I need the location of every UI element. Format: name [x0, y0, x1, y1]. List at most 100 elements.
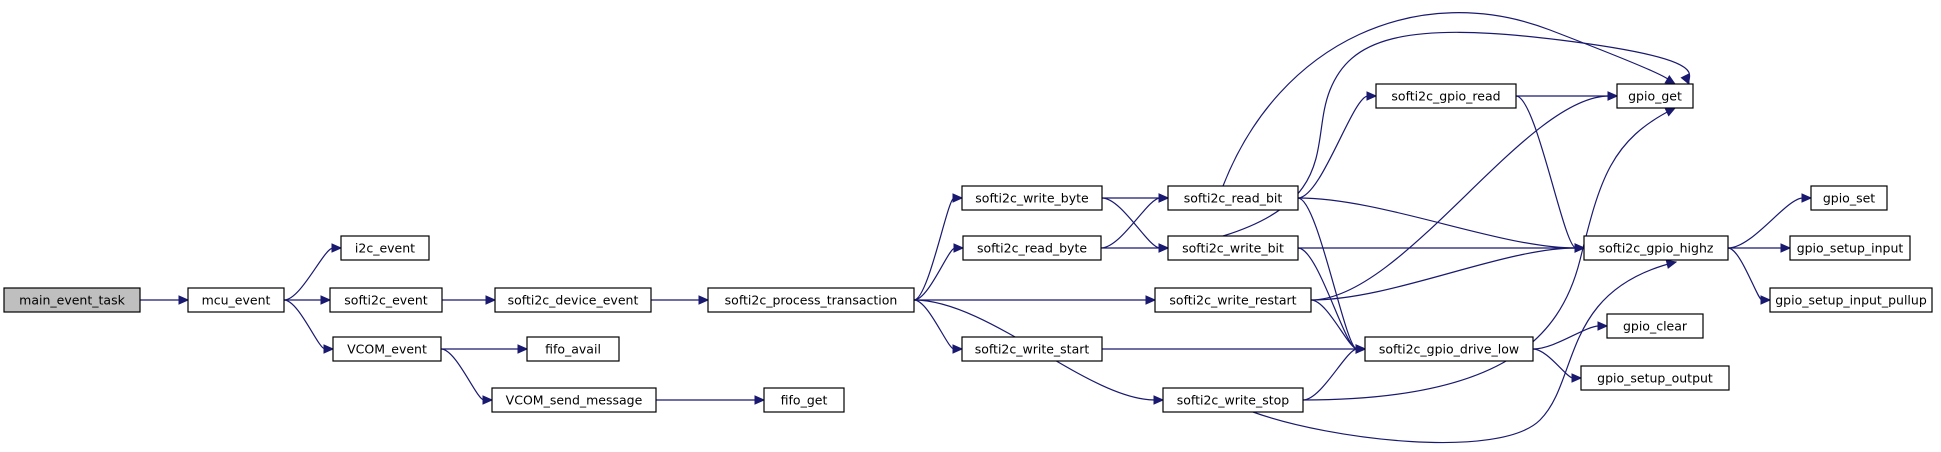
edge-line — [1100, 197, 1161, 249]
edge-arrowhead — [517, 344, 529, 354]
edge-softi2c_process_transaction-to-softi2c_read_byte — [913, 243, 965, 301]
edge-arrowhead — [482, 395, 494, 405]
edge-softi2c_process_transaction-to-softi2c_write_start — [913, 299, 964, 354]
edge-line — [1297, 197, 1577, 249]
node-label: softi2c_write_stop — [1177, 393, 1290, 408]
node-label: gpio_setup_output — [1597, 371, 1713, 386]
edge-softi2c_event-to-softi2c_device_event — [441, 295, 497, 305]
node-label: softi2c_gpio_read — [1391, 89, 1500, 104]
node-label: softi2c_write_start — [975, 342, 1090, 357]
node-vcom-event[interactable]: VCOM_event — [332, 336, 442, 362]
nodes-layer: main_event_task mcu_event i2c_event softi2c… — [3, 83, 1933, 413]
edge-softi2c_write_restart-to-softi2c_gpio_highz — [1310, 243, 1586, 301]
node-gpio-setup-input[interactable]: gpio_setup_input — [1789, 235, 1911, 261]
node-box — [491, 387, 657, 413]
edge-mcu_event-to-VCOM_event — [283, 299, 335, 354]
node-softi2c-gpio-highz[interactable]: softi2c_gpio_highz — [1583, 235, 1729, 261]
node-softi2c-read-bit[interactable]: softi2c_read_bit — [1167, 185, 1299, 211]
node-box — [763, 387, 845, 413]
node-softi2c-read-byte[interactable]: softi2c_read_byte — [962, 235, 1102, 261]
node-softi2c-write-restart[interactable]: softi2c_write_restart — [1154, 287, 1312, 313]
node-label: VCOM_event — [347, 342, 427, 357]
edge-line — [913, 299, 955, 350]
node-box — [187, 287, 285, 313]
node-gpio-setup-output[interactable]: gpio_setup_output — [1580, 365, 1730, 391]
edge-arrowhead — [323, 344, 335, 354]
edge-arrowhead — [1574, 243, 1586, 253]
node-label: fifo_avail — [545, 342, 601, 357]
node-box — [1616, 83, 1694, 109]
edge-arrowhead — [698, 295, 710, 305]
node-softi2c-gpio-read[interactable]: softi2c_gpio_read — [1375, 83, 1517, 109]
edge-arrowhead — [1158, 193, 1170, 203]
edge-line — [1222, 31, 1691, 237]
node-label: softi2c_read_bit — [1184, 191, 1283, 206]
edge-mcu_event-to-i2c_event — [283, 243, 343, 301]
node-vcom-send-message[interactable]: VCOM_send_message — [491, 387, 657, 413]
node-i2c-event[interactable]: i2c_event — [340, 235, 430, 261]
node-label: mcu_event — [202, 293, 271, 308]
edge-arrowhead — [1760, 295, 1772, 305]
node-label: fifo_get — [781, 393, 828, 408]
edge-arrowhead — [178, 295, 190, 305]
edge-softi2c_read_bit-to-softi2c_gpio_read — [1297, 91, 1378, 199]
node-label: gpio_get — [1628, 89, 1682, 104]
edge-line — [1310, 95, 1610, 301]
edge-line — [1532, 348, 1574, 379]
edge-softi2c_gpio_drive_low-to-gpio_setup_output — [1532, 348, 1583, 383]
edge-arrowhead — [1145, 295, 1157, 305]
edge-arrowhead — [1680, 73, 1690, 86]
edge-line — [1302, 348, 1358, 401]
edge-VCOM_event-to-fifo_avail — [441, 344, 529, 354]
node-label: softi2c_write_bit — [1182, 241, 1284, 256]
node-gpio-get[interactable]: gpio_get — [1616, 83, 1694, 109]
node-mcu-event[interactable]: mcu_event — [187, 287, 285, 313]
edge-arrowhead — [952, 344, 964, 354]
edge-softi2c_gpio_read-to-gpio_get — [1516, 91, 1619, 101]
node-label: gpio_setup_input_pullup — [1775, 293, 1927, 308]
edge-softi2c_process_transaction-to-softi2c_write_byte — [913, 193, 964, 301]
node-label: softi2c_process_transaction — [725, 293, 898, 308]
edge-arrowhead — [1355, 344, 1367, 354]
node-label: gpio_setup_input — [1797, 241, 1904, 256]
edge-line — [440, 348, 485, 401]
node-softi2c-write-stop[interactable]: softi2c_write_stop — [1162, 387, 1304, 413]
node-box — [1769, 287, 1933, 313]
node-gpio-setup-input-pullup[interactable]: gpio_setup_input_pullup — [1769, 287, 1933, 313]
node-gpio-clear[interactable]: gpio_clear — [1606, 313, 1704, 339]
node-box — [332, 336, 442, 362]
edge-line — [913, 247, 956, 301]
edge-softi2c_write_stop-to-softi2c_gpio_highz — [1252, 259, 1678, 444]
node-box — [526, 336, 620, 362]
edge-line — [1302, 107, 1676, 401]
node-label: VCOM_send_message — [506, 393, 643, 408]
edge-softi2c_device_event-to-softi2c_process_transaction — [650, 295, 710, 305]
edge-arrowhead — [1664, 75, 1677, 85]
node-box — [1154, 287, 1312, 313]
node-box — [1606, 313, 1704, 339]
edge-main_event_task-to-mcu_event — [139, 295, 190, 305]
edge-line — [1222, 12, 1676, 187]
edge-line — [1310, 299, 1358, 350]
node-gpio-set[interactable]: gpio_set — [1810, 185, 1888, 211]
edge-arrowhead — [1780, 243, 1792, 253]
node-softi2c-device-event[interactable]: softi2c_device_event — [494, 287, 652, 313]
node-softi2c-write-start[interactable]: softi2c_write_start — [961, 336, 1103, 362]
edge-line — [283, 299, 326, 350]
node-main-event-task[interactable]: main_event_task — [3, 287, 141, 313]
node-fifo-get[interactable]: fifo_get — [763, 387, 845, 413]
node-softi2c-write-bit[interactable]: softi2c_write_bit — [1167, 235, 1299, 261]
node-box — [3, 287, 141, 313]
node-box — [707, 287, 915, 313]
node-fifo-avail[interactable]: fifo_avail — [526, 336, 620, 362]
node-softi2c-event[interactable]: softi2c_event — [329, 287, 443, 313]
edge-arrowhead — [754, 395, 766, 405]
edge-VCOM_event-to-VCOM_send_message — [440, 348, 494, 405]
edge-line — [1101, 197, 1161, 249]
edge-line — [1252, 261, 1677, 444]
node-softi2c-write-byte[interactable]: softi2c_write_byte — [961, 185, 1103, 211]
edge-softi2c_gpio_highz-to-gpio_setup_input_pullup — [1727, 247, 1772, 305]
node-softi2c-gpio-drive-low[interactable]: softi2c_gpio_drive_low — [1364, 336, 1534, 362]
node-softi2c-process-transaction[interactable]: softi2c_process_transaction — [707, 287, 915, 313]
